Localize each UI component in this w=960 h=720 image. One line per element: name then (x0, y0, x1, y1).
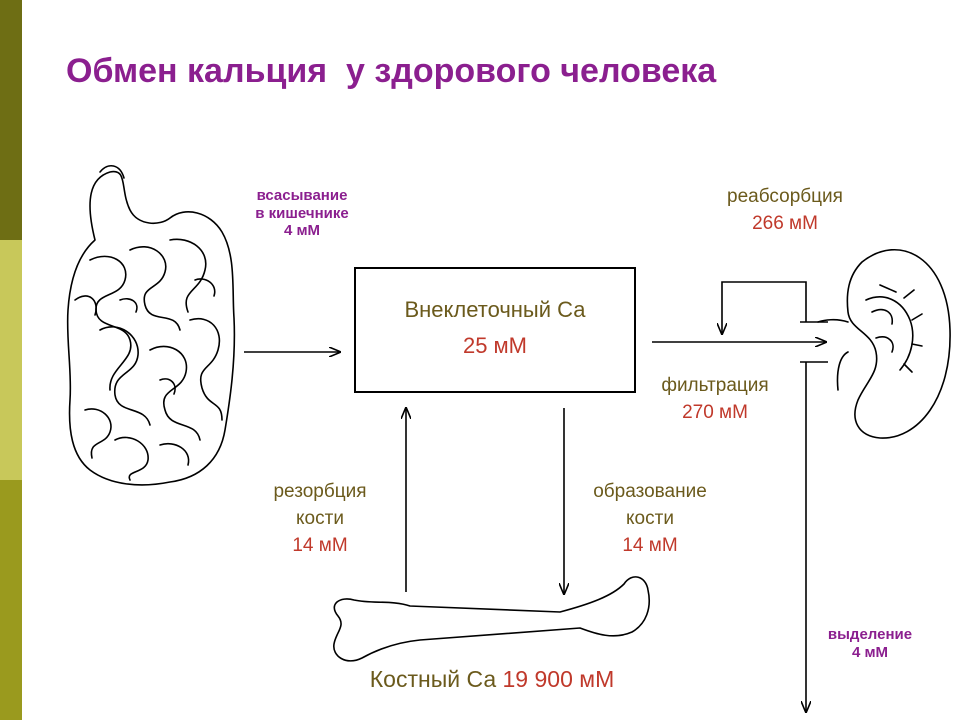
intestine-icon (66, 165, 236, 486)
kidney-icon (817, 248, 951, 439)
bone-resorption-label: резорбция кости 14 мМ (240, 479, 400, 560)
formation-line-2: кости (626, 507, 674, 529)
intestine-line-1: всасывание (256, 187, 348, 204)
reabsorption-arrow (722, 281, 807, 334)
formation-value: 14 мМ (622, 534, 678, 556)
resorption-line-2: кости (296, 507, 344, 529)
reabsorption-label: реабсорбция 266 мМ (690, 184, 880, 237)
bone-calcium-label: Костный Са 19 900 мМ (322, 666, 662, 693)
intestine-line-2: в кишечнике (255, 204, 349, 222)
filtration-text: фильтрация (661, 375, 769, 396)
bone-calcium-value: 19 900 мМ (502, 666, 615, 692)
side-bar-middle (0, 240, 22, 480)
extracellular-box: Внеклеточный Са 25 мМ (354, 267, 636, 393)
extracellular-label: Внеклеточный Са (404, 297, 586, 322)
filtration-value: 270 мМ (682, 401, 748, 423)
resorption-value: 14 мМ (292, 534, 348, 556)
bone-formation-label: образование кости 14 мМ (560, 479, 740, 560)
side-bar-top (0, 0, 22, 240)
excretion-line-1: выделение (827, 626, 913, 643)
bone-icon (333, 576, 650, 662)
intestine-absorption-label: всасывание в кишечнике 4 мМ (222, 187, 382, 240)
bone-calcium-text: Костный Са (369, 666, 497, 692)
intestine-line-3: 4 мМ (283, 222, 321, 240)
extracellular-value: 25 мМ (462, 333, 528, 358)
reabsorption-value: 266 мМ (752, 212, 818, 234)
reabsorption-text: реабсорбция (727, 186, 843, 207)
side-bar-bottom (0, 480, 22, 720)
excretion-line-2: 4 мМ (851, 643, 889, 661)
excretion-label: выделение 4 мМ (800, 626, 940, 661)
formation-line-1: образование (593, 481, 707, 502)
filtration-label: фильтрация 270 мМ (630, 373, 800, 426)
page-title: Обмен кальция у здорового человека (66, 52, 717, 90)
resorption-line-1: резорбция (273, 481, 367, 502)
